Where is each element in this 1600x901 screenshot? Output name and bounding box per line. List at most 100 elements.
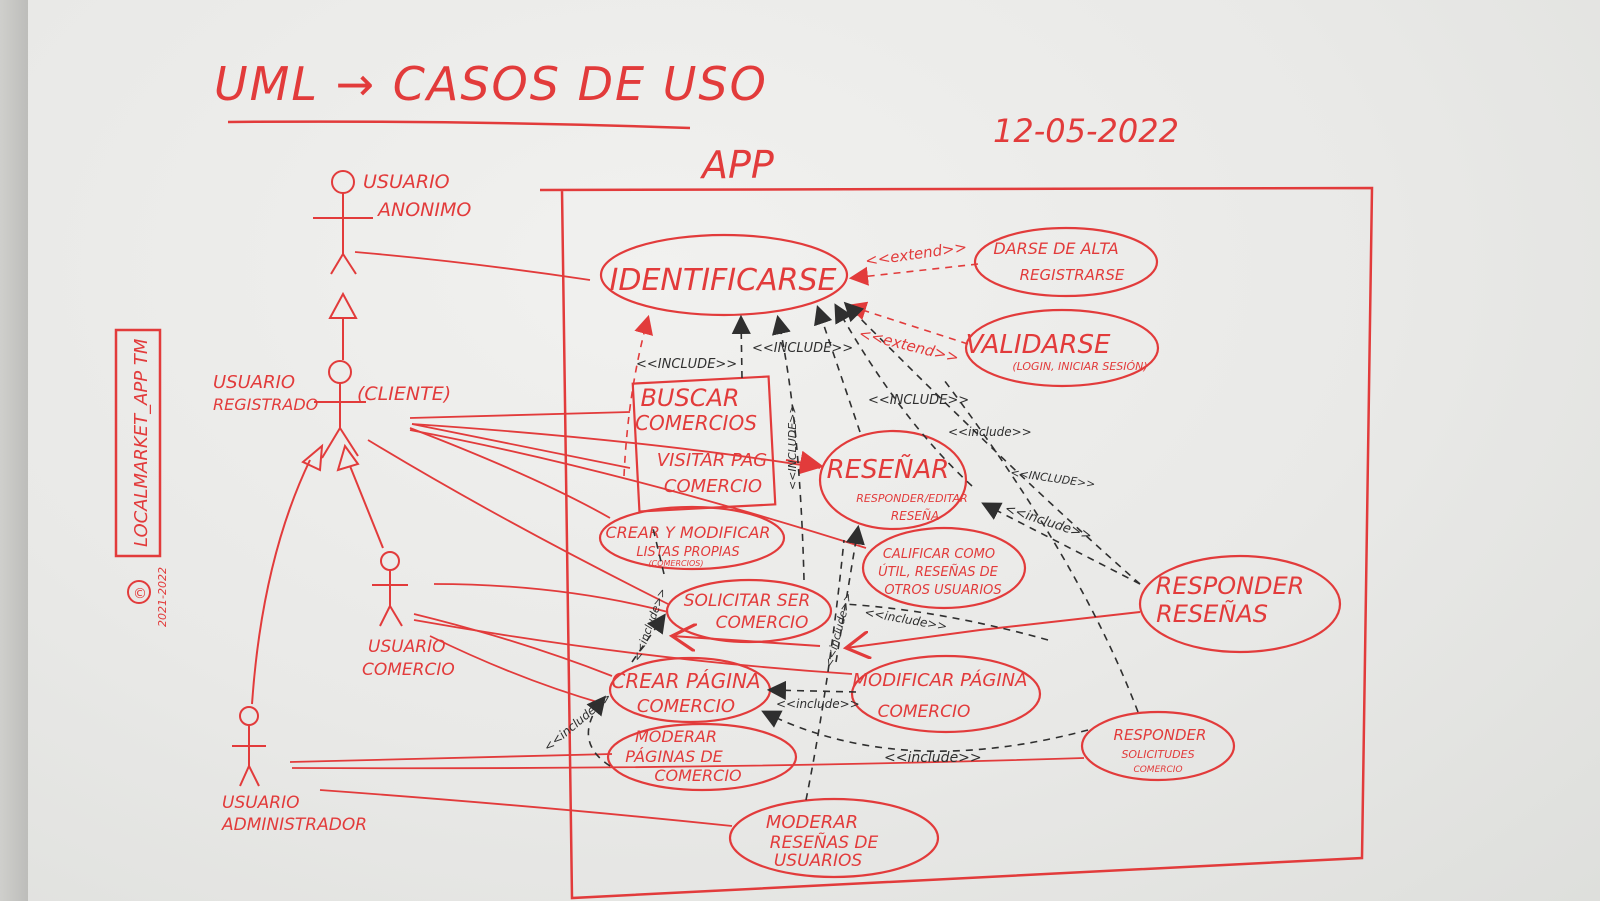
board-frame xyxy=(0,0,28,901)
uc-responder-resenas-label-2: RESEÑAS xyxy=(1156,598,1268,628)
label-include-1: <<INCLUDE>> xyxy=(636,357,737,372)
rel-include-visitar xyxy=(731,314,751,379)
rel-include-modificar-to-resenar xyxy=(835,524,865,663)
rel-visitar-to-resenar xyxy=(785,450,824,475)
uc-responder-solicitudes-label-2: SOLICITUDES xyxy=(1121,748,1194,761)
rel-include-responder-sol-to-validar xyxy=(943,379,1139,713)
whiteboard xyxy=(28,0,1600,901)
actor-anonymous-label-2: ANONIMO xyxy=(376,199,471,221)
system-boundary xyxy=(539,186,1374,900)
uc-crear-listas-label-3: (COMERCIOS) xyxy=(649,559,704,568)
label-include-2: <<INCLUDE>> xyxy=(752,341,853,356)
uc-moderar-resenas-label-1: MODERAR xyxy=(766,812,858,833)
assoc-merchant-crear-pagina xyxy=(413,613,613,677)
uc-responder-solicitudes-label-1: RESPONDER xyxy=(1114,726,1207,744)
uc-crear-listas-label-1: CREAR Y MODIFICAR xyxy=(606,523,771,542)
actor-registered-label-extra: (CLIENTE) xyxy=(357,383,451,405)
copyright-symbol: © xyxy=(133,586,147,602)
label-include-12: <<include>> xyxy=(884,750,982,766)
assoc-admin-moderar-paginas xyxy=(289,753,613,763)
uc-moderar-paginas xyxy=(606,722,798,792)
actor-anonymous-label-1: USUARIO xyxy=(363,171,450,193)
label-include-9: <<include>> xyxy=(631,586,669,663)
rel-extend-darse-alta xyxy=(848,263,979,286)
uc-calificar-label-1: CALIFICAR COMO xyxy=(883,547,995,562)
rel-include-responder xyxy=(843,301,1141,585)
label-include-4: <<include>> xyxy=(948,425,1032,439)
assoc-registered-solicitar xyxy=(367,439,669,605)
label-extend-1: <<extend>> xyxy=(864,238,968,270)
actor-registered xyxy=(314,360,366,459)
uc-responder-resenas xyxy=(1138,554,1342,654)
title-underline xyxy=(227,120,691,130)
uc-moderar-paginas-label-3: COMERCIO xyxy=(654,766,741,785)
actor-anonymous xyxy=(313,170,373,275)
rel-include-modificar-to-solicitar xyxy=(843,603,1049,641)
uc-modificar-pagina-label-1: MODIFICAR PÁGINA xyxy=(853,669,1028,691)
label-include-13: <<include>> xyxy=(541,690,614,755)
uc-identificarse xyxy=(599,233,849,317)
generalization-admin-to-registered xyxy=(251,443,324,705)
uc-resenar xyxy=(818,429,968,531)
uc-validarse-label: VALIDARSE xyxy=(966,330,1111,360)
uc-calificar-label-2: ÚTIL, RESEÑAS DE xyxy=(878,564,999,580)
rel-include-crear-pagina-to-solicitar xyxy=(631,613,666,663)
uc-responder-resenas-label-1: RESPONDER xyxy=(1156,572,1305,600)
rel-include-buscar xyxy=(623,314,653,477)
rel-solicitar-to-crear-pagina xyxy=(672,636,821,646)
uc-darse-alta-label-2: REGISTRARSE xyxy=(1020,266,1125,284)
uc-crear-pagina-label-1: CREAR PÁGINA xyxy=(611,669,760,693)
assoc-admin-responder-solicitudes xyxy=(291,757,1085,770)
logo-box xyxy=(114,328,162,558)
assoc-registered-visitar xyxy=(411,423,631,469)
label-include-5: <<INCLUDE>> xyxy=(1010,466,1097,491)
uc-moderar-resenas-label-3: USUARIOS xyxy=(774,851,863,871)
uc-responder-solicitudes-label-3: COMERCIO xyxy=(1133,765,1182,775)
uc-resenar-sub-1: RESPONDER/EDITAR xyxy=(856,492,967,505)
generalization-merchant-to-registered xyxy=(336,443,384,549)
uc-responder-solicitudes xyxy=(1080,710,1236,782)
logo-text: LOCALMARKET_APP TM xyxy=(131,338,152,547)
rel-include-responder-sol-to-crear xyxy=(761,710,1089,752)
use-case-shapes xyxy=(598,226,1342,879)
uc-validarse-sub: (LOGIN, INICIAR SESIÓN) xyxy=(1012,360,1147,373)
label-include-11: <<include>> xyxy=(776,697,860,711)
rel-include-crear-listas xyxy=(771,314,805,581)
actor-merchant xyxy=(372,551,408,627)
uc-buscar-label-1: BUSCAR xyxy=(640,384,739,412)
uc-crear-listas-label-2: LISTAS PROPIAS xyxy=(636,545,739,560)
uc-resenar-sub-2: RESEÑA xyxy=(891,508,939,523)
label-include-7: <<INCLUDE>> xyxy=(786,404,799,490)
uc-moderar-resenas xyxy=(728,797,940,879)
date-label: 12-05-2022 xyxy=(993,112,1179,150)
rel-responder-to-modificar xyxy=(846,611,1141,648)
generalization-registered-to-anonymous xyxy=(328,291,358,360)
actor-merchant-label-1: USUARIO xyxy=(368,637,446,657)
uc-buscar-label-2: COMERCIOS xyxy=(635,411,757,435)
assoc-registered-buscar xyxy=(409,411,631,419)
red-relations xyxy=(672,450,1141,648)
uc-crear-pagina-label-2: COMERCIO xyxy=(637,696,735,717)
copyright-mark xyxy=(127,580,151,604)
actor-admin-label-2: ADMINISTRADOR xyxy=(221,815,367,835)
uc-moderar-resenas-label-2: RESEÑAS DE xyxy=(770,831,879,853)
actor-registered-label-1: USUARIO xyxy=(213,372,295,393)
uc-darse-alta-label-1: DARSE DE ALTA xyxy=(993,239,1118,258)
actor-associations xyxy=(289,251,1085,827)
page-title: UML → CASOS DE USO xyxy=(214,57,768,111)
uc-solicitar-label-2: COMERCIO xyxy=(716,613,809,633)
rel-include-resenar xyxy=(814,304,861,433)
assoc-anon-identificarse xyxy=(354,251,591,281)
actor-merchant-label-2: COMERCIO xyxy=(362,660,455,680)
uc-darse-alta xyxy=(973,226,1159,298)
rel-include-calificar-to-resenar xyxy=(981,502,1141,585)
uc-moderar-paginas-label-1: MODERAR xyxy=(635,727,717,746)
uc-modificar-pagina-label-2: COMERCIO xyxy=(878,702,971,722)
rel-include-moderar-to-crear xyxy=(586,695,611,767)
dashed-relations xyxy=(586,263,1141,801)
assoc-merchant-solicitar xyxy=(433,583,669,613)
uc-calificar xyxy=(861,526,1027,610)
system-boundary-title: APP xyxy=(699,143,774,187)
uc-identificarse-label: IDENTIFICARSE xyxy=(610,263,837,298)
